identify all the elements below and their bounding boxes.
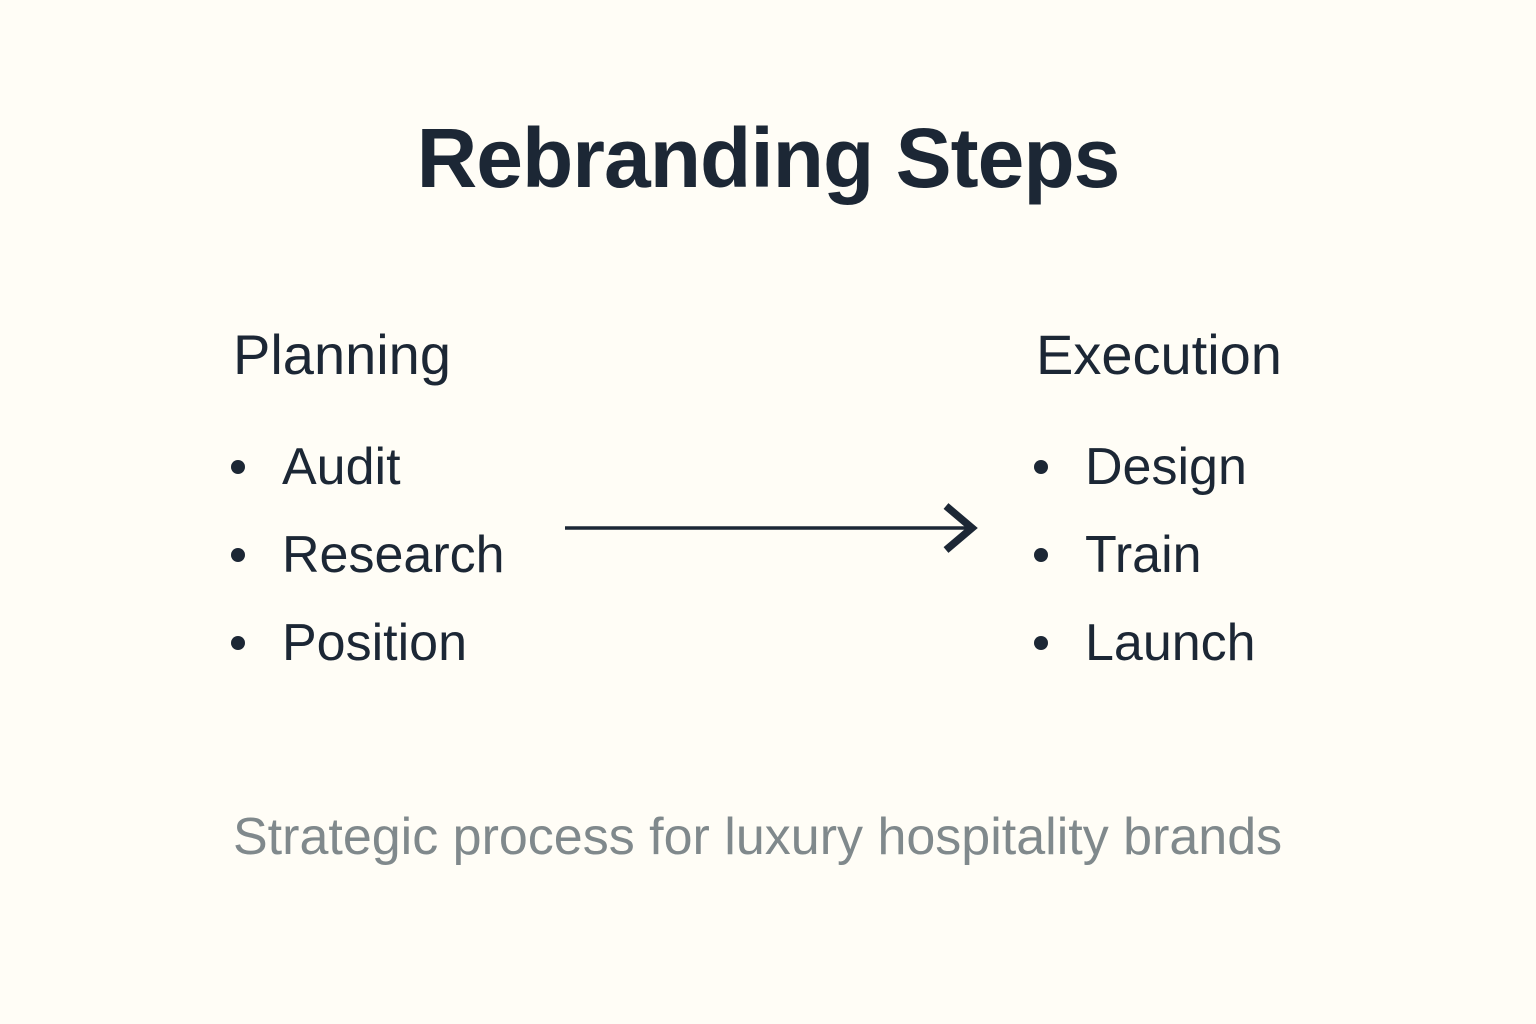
- list-item-label: Research: [282, 526, 505, 584]
- list-item-label: Design: [1085, 438, 1247, 496]
- planning-column: Planning Audit Research Position: [231, 327, 505, 687]
- execution-column: Execution Design Train Launch: [1034, 327, 1282, 687]
- bullet-dot-icon: [1034, 548, 1048, 562]
- list-item: Design: [1034, 423, 1282, 511]
- list-item: Launch: [1034, 599, 1282, 687]
- list-item: Train: [1034, 511, 1282, 599]
- list-item: Audit: [231, 423, 505, 511]
- bullet-dot-icon: [231, 548, 245, 562]
- execution-list: Design Train Launch: [1034, 423, 1282, 687]
- subtitle: Strategic process for luxury hospitality…: [233, 808, 1283, 866]
- right-arrow-icon: [565, 503, 978, 553]
- bullet-dot-icon: [1034, 460, 1048, 474]
- list-item: Position: [231, 599, 505, 687]
- list-item-label: Position: [282, 614, 467, 672]
- list-item-label: Train: [1085, 526, 1202, 584]
- bullet-dot-icon: [231, 460, 245, 474]
- planning-heading: Planning: [233, 323, 451, 386]
- bullet-dot-icon: [231, 636, 245, 650]
- bullet-dot-icon: [1034, 636, 1048, 650]
- execution-heading: Execution: [1036, 323, 1282, 386]
- planning-list: Audit Research Position: [231, 423, 505, 687]
- page-title: Rebranding Steps: [416, 111, 1121, 205]
- list-item: Research: [231, 511, 505, 599]
- list-item-label: Audit: [282, 438, 401, 496]
- list-item-label: Launch: [1085, 614, 1256, 672]
